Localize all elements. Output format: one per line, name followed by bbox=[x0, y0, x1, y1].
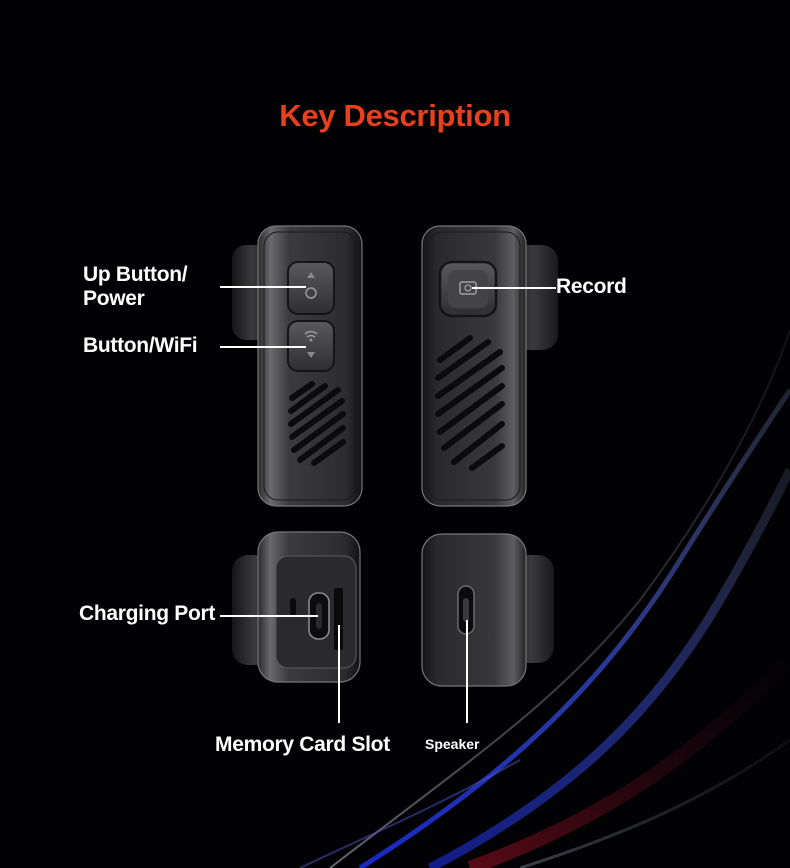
page-title: Key Description bbox=[279, 98, 511, 133]
label-speaker: Speaker bbox=[425, 736, 480, 752]
camera-bottom-speaker bbox=[421, 533, 554, 687]
leader-line-button-wifi bbox=[220, 346, 306, 348]
label-button-wifi: Button/WiFi bbox=[83, 334, 198, 357]
leader-line-record bbox=[472, 287, 556, 289]
label-charging-port: Charging Port bbox=[79, 602, 216, 625]
label-up-button-power: Up Button/ Power bbox=[83, 263, 188, 311]
camera-left-side bbox=[232, 225, 363, 507]
camera-bottom-ports bbox=[232, 531, 361, 683]
label-power-line2: Power bbox=[83, 287, 145, 310]
label-up-button-line1: Up Button/ bbox=[83, 263, 188, 286]
camera-right-side bbox=[421, 225, 558, 507]
leader-line-charging-port bbox=[220, 615, 318, 617]
leader-line-memory-card-slot bbox=[338, 625, 340, 723]
memory-card-slot bbox=[334, 588, 343, 650]
label-record: Record bbox=[556, 275, 627, 298]
leader-line-up-power bbox=[220, 286, 306, 288]
label-memory-card-slot: Memory Card Slot bbox=[215, 733, 390, 756]
leader-line-speaker bbox=[466, 620, 468, 723]
